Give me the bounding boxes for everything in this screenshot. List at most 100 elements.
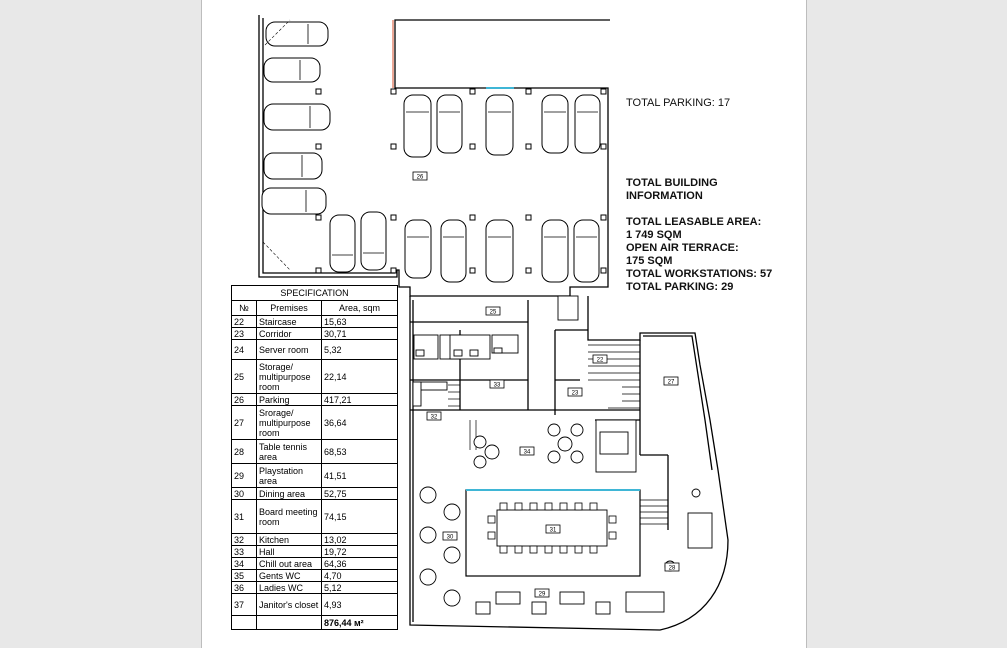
car: [329, 214, 356, 273]
spec-number: 24: [231, 339, 257, 360]
spec-number: 31: [231, 499, 257, 534]
spec-area: 19,72: [321, 545, 398, 558]
spec-number: 26: [231, 393, 257, 406]
spec-number: 35: [231, 569, 257, 582]
spec-premises: Storage/ multipurpose room: [256, 359, 322, 394]
car: [261, 187, 327, 215]
parking-total: TOTAL PARKING: 29: [626, 281, 734, 293]
spec-number: 37: [231, 593, 257, 616]
spec-area: 64,36: [321, 557, 398, 570]
car: [440, 219, 467, 283]
spec-number: 23: [231, 327, 257, 340]
spec-number: 33: [231, 545, 257, 558]
room-tag: 33: [494, 383, 501, 389]
car: [573, 219, 600, 283]
car: [541, 219, 569, 283]
parking-note: TOTAL PARKING: 17: [626, 97, 731, 109]
car: [263, 152, 323, 180]
terrace-label: OPEN AIR TERRACE:: [626, 242, 739, 254]
room-tag: 34: [524, 450, 531, 456]
spec-header-area: Area, sqm: [321, 300, 398, 316]
car: [541, 94, 569, 154]
spec-header-number: №: [231, 300, 257, 316]
spec-premises: Kitchen: [256, 533, 322, 546]
spec-premises: Srorage/ multipurpose room: [256, 405, 322, 440]
room-tag: 28: [669, 566, 676, 572]
leasable-area-value: 1 749 SQM: [626, 229, 682, 241]
spec-total: 876,44 м²: [321, 615, 398, 630]
room-tag: 31: [550, 528, 557, 534]
workstations-total: TOTAL WORKSTATIONS: 57: [626, 268, 773, 280]
car: [263, 103, 331, 131]
building-info-heading-2: INFORMATION: [626, 190, 703, 202]
spec-area: 30,71: [321, 327, 398, 340]
car: [485, 94, 514, 156]
spec-number: 34: [231, 557, 257, 570]
car: [436, 94, 463, 154]
room-tag: 26: [417, 175, 424, 181]
spec-area: 41,51: [321, 463, 398, 488]
room-tag: 30: [447, 535, 454, 541]
spec-premises: Board meeting room: [256, 499, 322, 534]
spec-area: 68,53: [321, 439, 398, 464]
room-tag: 25: [490, 310, 497, 316]
spec-number: 22: [231, 315, 257, 328]
spec-header-premises: Premises: [256, 300, 322, 316]
spec-premises: Ladies WC: [256, 581, 322, 594]
car: [485, 219, 514, 283]
spec-premises: Gents WC: [256, 569, 322, 582]
spec-number: 36: [231, 581, 257, 594]
room-tag: 22: [597, 358, 604, 364]
room-tag: 23: [572, 391, 579, 397]
spec-premises: Playstation area: [256, 463, 322, 488]
spec-premises: Janitor's closet: [256, 593, 322, 616]
spec-title: SPECIFICATION: [231, 285, 398, 301]
spec-premises: Hall: [256, 545, 322, 558]
spec-area: 5,12: [321, 581, 398, 594]
spec-premises: Parking: [256, 393, 322, 406]
spec-area: 74,15: [321, 499, 398, 534]
spec-area: 52,75: [321, 487, 398, 500]
spec-area: 22,14: [321, 359, 398, 394]
spec-number: 30: [231, 487, 257, 500]
spec-number: 32: [231, 533, 257, 546]
spec-number: 28: [231, 439, 257, 464]
car: [263, 57, 321, 83]
spec-area: 4,70: [321, 569, 398, 582]
spec-area: 417,21: [321, 393, 398, 406]
spec-premises: Chill out area: [256, 557, 322, 570]
leasable-area-label: TOTAL LEASABLE AREA:: [626, 216, 762, 228]
car: [404, 219, 432, 279]
spec-area: 4,93: [321, 593, 398, 616]
spec-number: 29: [231, 463, 257, 488]
spec-area: 5,32: [321, 339, 398, 360]
spec-premises: Staircase: [256, 315, 322, 328]
spec-area: 15,63: [321, 315, 398, 328]
spec-area: 13,02: [321, 533, 398, 546]
terrace-value: 175 SQM: [626, 255, 673, 267]
room-tag: 27: [668, 380, 675, 386]
car: [574, 94, 601, 154]
room-tag: 32: [431, 415, 438, 421]
spec-premises: Dining area: [256, 487, 322, 500]
car: [403, 94, 432, 158]
car: [265, 21, 329, 47]
spec-premises: Corridor: [256, 327, 322, 340]
